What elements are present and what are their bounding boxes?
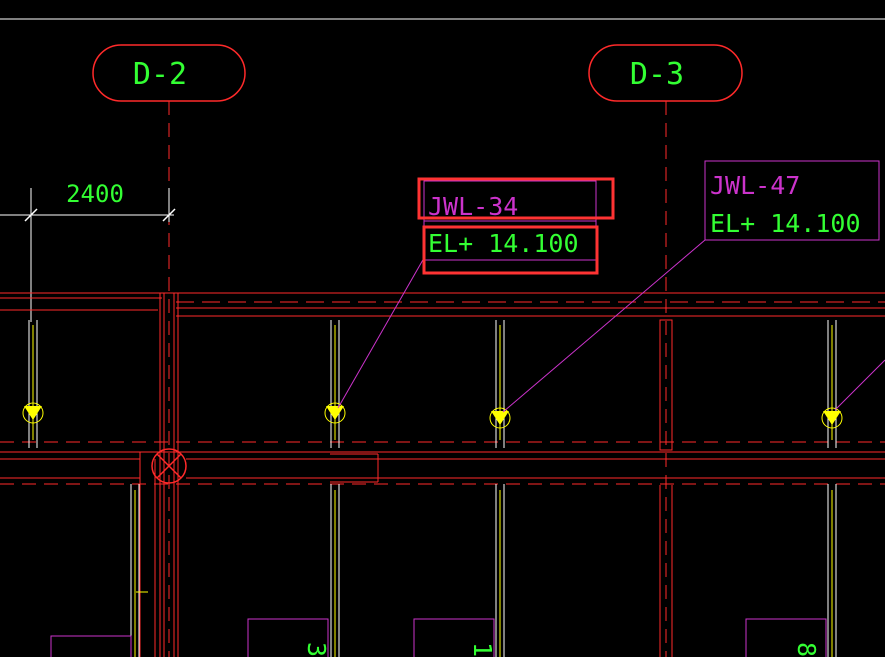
callout-tag-jwl34: JWL-34 — [428, 192, 518, 221]
beam-lower — [0, 441, 885, 485]
leader-line-jwl34 — [337, 257, 425, 409]
risers-lower — [130, 484, 837, 657]
dimension-2400[interactable]: 2400 — [0, 180, 176, 322]
leader-line-right — [834, 359, 885, 411]
leader-line-jwl47 — [502, 239, 706, 413]
callout-jwl47[interactable]: JWL-47 EL+ 14.100 — [704, 160, 880, 241]
bottom-tag-3[interactable]: 1 — [413, 618, 497, 657]
svg-text:8: 8 — [792, 642, 821, 657]
valve-marker-2[interactable] — [324, 402, 346, 424]
bottom-tag-4[interactable]: 8 — [745, 618, 827, 657]
svg-text:1: 1 — [468, 642, 497, 657]
valve-marker-4[interactable] — [821, 407, 843, 429]
beam-upper — [0, 292, 885, 317]
grid-label-d3: D-3 — [630, 57, 684, 92]
callout-elevation-jwl47: EL+ 14.100 — [710, 209, 861, 238]
grid-bubble-d2[interactable]: D-2 — [92, 44, 246, 102]
callout-elevation-jwl34: EL+ 14.100 — [428, 229, 579, 258]
column-d3 — [659, 319, 673, 657]
valve-marker-1[interactable] — [22, 402, 44, 424]
bottom-tag-2[interactable]: 3 — [247, 618, 331, 657]
highlight-box-elevation — [422, 225, 599, 275]
risers-upper — [28, 320, 837, 448]
valve-marker-3[interactable] — [489, 407, 511, 429]
grid-label-d2: D-2 — [133, 57, 187, 92]
svg-text:3: 3 — [302, 642, 331, 657]
callout-tag-jwl47: JWL-47 — [710, 171, 800, 200]
callout-jwl34[interactable]: JWL-34 EL+ 14.100 — [417, 177, 615, 275]
grid-bubble-d3[interactable]: D-3 — [588, 44, 743, 102]
pipe-cross-symbol[interactable] — [151, 448, 187, 484]
dimension-value: 2400 — [66, 180, 124, 208]
highlight-box-tag — [417, 177, 615, 220]
bottom-tag-1[interactable] — [50, 635, 132, 657]
